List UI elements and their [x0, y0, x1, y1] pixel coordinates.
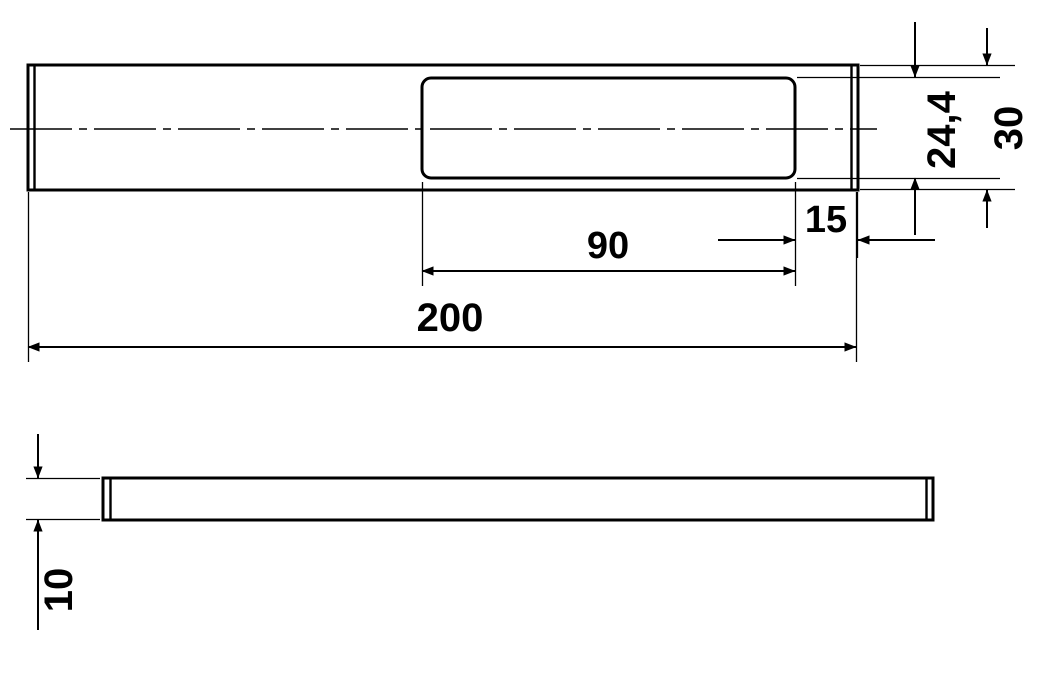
- dimension-90: 90: [421, 225, 796, 276]
- dimension-15-label: 15: [805, 199, 847, 241]
- dimension-30-label: 30: [987, 106, 1031, 151]
- side-view-outline: [101, 476, 935, 522]
- dimension-90-label: 90: [587, 225, 629, 267]
- dimension-15: 15: [718, 199, 935, 245]
- dimension-30: 30: [982, 28, 1031, 228]
- dimension-10: 10: [33, 434, 81, 630]
- top-view-outline: [26, 63, 860, 192]
- dimension-200: 200: [27, 296, 857, 352]
- top-view-group: [10, 63, 877, 192]
- dimension-10-label: 10: [37, 568, 81, 613]
- dimension-200-label: 200: [417, 296, 484, 340]
- dimension-24-4: 24,4: [910, 22, 964, 235]
- extension-lines-group: [27, 64, 1015, 362]
- side-view-group: [101, 476, 935, 522]
- dimension-24-4-label: 24,4: [920, 90, 964, 169]
- extension-lines-side-group: [26, 477, 100, 521]
- top-view-recess: [420, 76, 797, 180]
